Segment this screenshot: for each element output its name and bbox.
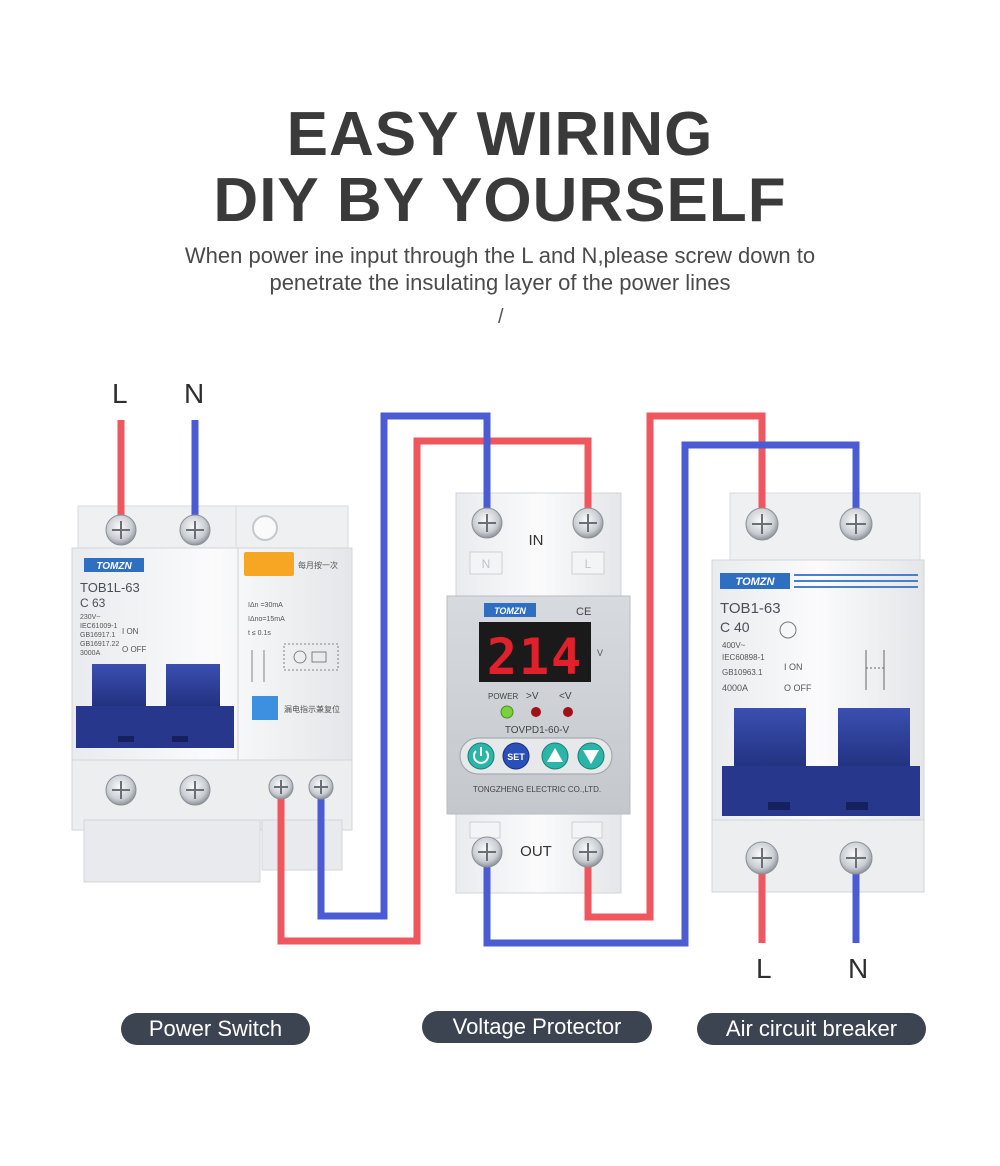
protector-n-tag: N (482, 557, 491, 571)
power-switch-spec4: GB16917.22 (80, 641, 119, 648)
air-breaker-stripes (794, 574, 918, 588)
voltage-display (479, 622, 591, 682)
reset-indicator[interactable] (252, 696, 278, 720)
screw-icon (572, 507, 604, 539)
down-arrow-icon (583, 750, 599, 764)
air-breaker-spec1: 400V~ (722, 641, 746, 650)
title-line-1: EASY WIRING (286, 100, 714, 169)
slash-mark: / (498, 306, 504, 328)
protector-ce-mark: CE (576, 606, 591, 618)
screw-icon (745, 841, 779, 875)
protector-l-tag: L (585, 557, 592, 571)
screw-icon (471, 836, 503, 868)
screw-icon (105, 514, 137, 546)
terminal-screws (105, 507, 873, 875)
protector-to-breaker-neutral-wire (483, 441, 860, 947)
voltage-protector-caption: Voltage Protector (422, 1011, 652, 1043)
wires (117, 412, 860, 947)
down-button[interactable] (577, 742, 605, 770)
power-switch-spec3: GB16917.1 (80, 632, 116, 639)
undervoltage-led-label: <V (559, 691, 572, 702)
set-button-label: SET (507, 752, 525, 762)
power-switch-rating: C 63 (80, 596, 106, 610)
air-breaker-handle[interactable] (722, 708, 920, 816)
power-switch-handle[interactable] (76, 664, 234, 748)
power-switch-caption: Power Switch (121, 1013, 310, 1045)
power-switch-leak1: IΔn =30mA (248, 602, 283, 609)
power-switch-on-text: I ON (122, 627, 139, 636)
protector-maker: TONGZHENG ELECTRIC CO.,LTD. (473, 785, 601, 794)
power-switch-spec2: IEC61009-1 (80, 623, 117, 630)
screw-icon (105, 774, 137, 806)
air-breaker-rating: C 40 (720, 619, 750, 635)
screw-icon (179, 774, 211, 806)
power-switch-model: TOB1L-63 (80, 580, 140, 595)
ccc-mark-icon (779, 621, 797, 639)
screw-icon (839, 507, 873, 541)
air-breaker-model: TOB1-63 (720, 600, 781, 617)
undervoltage-led (563, 707, 573, 717)
power-switch-spec1: 230V~ (80, 614, 100, 621)
subtitle-line-2: penetrate the insulating layer of the po… (269, 270, 731, 295)
output-l-label: L (756, 953, 772, 984)
protector-to-breaker-live-wire (584, 412, 766, 921)
test-button[interactable] (244, 552, 294, 576)
overvoltage-led-label: >V (526, 691, 539, 702)
air-breaker-brand-badge (720, 573, 790, 589)
screw-icon (268, 774, 294, 800)
power-switch-spec5: 3000A (80, 650, 101, 657)
power-switch-leak3: t ≤ 0.1s (248, 630, 271, 637)
air-breaker-schematic-icon (865, 650, 885, 690)
switch-to-protector-live-wire (277, 437, 592, 945)
protector-in-label: IN (529, 532, 544, 549)
power-switch-schematic-icon (251, 643, 339, 682)
switch-to-protector-neutral-wire (317, 412, 491, 920)
air-breaker-spec3: GB10963.1 (722, 668, 763, 677)
air-breaker-off-text: O OFF (784, 683, 812, 693)
set-button[interactable]: SET (502, 742, 530, 770)
power-led (500, 705, 514, 719)
air-breaker-spec2: IEC60898-1 (722, 653, 765, 662)
screw-icon (471, 507, 503, 539)
input-l-label: L (112, 378, 128, 409)
protector-model: TOVPD1-60-V (505, 725, 570, 736)
power-led-label: POWER (488, 692, 518, 701)
protector-out-label: OUT (520, 843, 552, 860)
screw-icon (179, 514, 211, 546)
air-breaker-brand: TOMZN (736, 576, 776, 588)
power-button[interactable] (467, 742, 495, 770)
power-switch-reset-note: 漏电指示兼复位 (284, 704, 340, 714)
title-line-2: DIY BY YOURSELF (213, 166, 787, 235)
subtitle-line-1: When power ine input through the L and N… (184, 243, 816, 268)
output-n-label: N (848, 953, 869, 984)
protector-button-panel (459, 737, 613, 775)
screw-icon (572, 836, 604, 868)
power-switch-test-note: 每月按一次 (298, 560, 338, 570)
power-switch-leak2: IΔno=15mA (248, 616, 285, 623)
input-n-label: N (184, 378, 205, 409)
screw-icon (308, 774, 334, 800)
protector-brand-badge (484, 603, 536, 617)
voltage-display-unit: V (597, 648, 603, 658)
air-breaker-on-text: I ON (784, 662, 803, 672)
overvoltage-led (531, 707, 541, 717)
power-switch-off-text: O OFF (122, 645, 147, 654)
screw-icon (745, 507, 779, 541)
up-arrow-icon (547, 748, 563, 762)
up-button[interactable] (541, 742, 569, 770)
air-breaker-spec4: 4000A (722, 683, 748, 693)
voltage-protector-device (446, 492, 631, 894)
voltage-display-value: 214 (487, 628, 583, 686)
protector-brand: TOMZN (494, 606, 526, 616)
power-switch-brand: TOMZN (96, 561, 132, 572)
screw-icon (839, 841, 873, 875)
power-switch-brand-badge (84, 558, 144, 572)
air-breaker-caption: Air circuit breaker (697, 1013, 926, 1045)
